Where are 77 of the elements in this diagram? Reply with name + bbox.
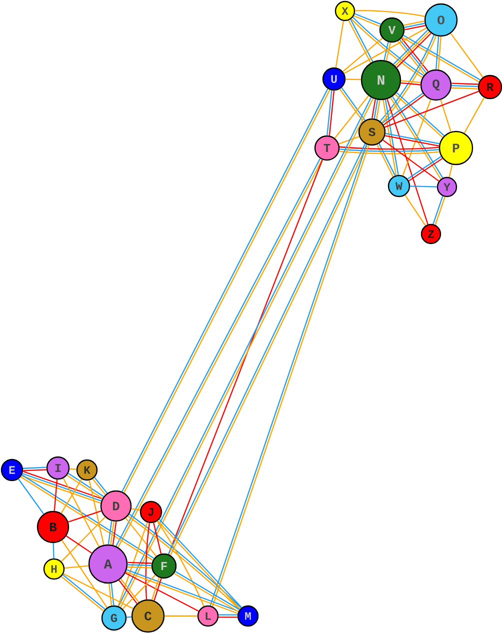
- edge-line: [154, 578, 162, 601]
- edge-line: [340, 150, 440, 154]
- edge-line: [452, 85, 478, 88]
- edge-line: [110, 521, 114, 545]
- edge-line: [218, 616, 238, 618]
- edge-line: [451, 87, 478, 90]
- edge-line: [438, 36, 442, 70]
- edge-line: [168, 160, 323, 554]
- edge-line: [110, 583, 114, 606]
- edge-line: [63, 573, 134, 610]
- edge-line: [401, 80, 421, 84]
- edge-line: [125, 518, 157, 557]
- edge-line: [66, 536, 92, 554]
- edge-line: [450, 33, 484, 78]
- edge-line: [68, 510, 102, 522]
- edge-line: [60, 478, 82, 514]
- edge-line: [218, 614, 238, 616]
- edge-line: [54, 480, 58, 511]
- edge-line: [402, 99, 432, 176]
- edge-line: [125, 572, 199, 612]
- edge-line: [371, 99, 376, 118]
- edge-line: [376, 100, 380, 120]
- edge-line: [88, 480, 104, 545]
- edge-line: [404, 25, 426, 30]
- edge-line: [400, 82, 420, 86]
- edge-line: [344, 28, 427, 74]
- edge-line: [440, 100, 452, 132]
- edge-line: [404, 20, 424, 26]
- edge-line: [126, 616, 132, 618]
- edge-line: [128, 564, 152, 566]
- edge-line: [23, 469, 46, 472]
- edge-line: [128, 562, 152, 564]
- edge-line: [386, 42, 391, 61]
- edge-line: [404, 22, 425, 28]
- edge-line: [61, 540, 108, 608]
- edge-line: [384, 42, 389, 60]
- edge-line: [355, 10, 425, 17]
- edge-line: [52, 543, 54, 558]
- edge-line: [18, 478, 44, 514]
- edge-line: [340, 148, 440, 152]
- edge-line: [64, 565, 89, 569]
- edge-line: [386, 98, 428, 225]
- edge-line: [108, 521, 112, 544]
- edge-line: [112, 522, 117, 545]
- edge-line: [464, 97, 485, 134]
- edge-line: [328, 90, 335, 136]
- edge-line: [435, 36, 440, 70]
- edge-line: [127, 566, 152, 568]
- edge-line: [385, 135, 440, 146]
- edge-line: [384, 90, 479, 128]
- edge-line: [153, 522, 162, 554]
- edge-line: [382, 140, 440, 182]
- edge-line: [61, 516, 106, 562]
- edge-line: [410, 186, 437, 188]
- edge-line: [70, 468, 76, 470]
- edge-line: [385, 132, 440, 144]
- edge-line: [118, 522, 148, 606]
- edge-line: [374, 100, 378, 119]
- edge-line: [340, 146, 440, 150]
- edge-line: [326, 90, 332, 136]
- edge-line: [151, 577, 160, 600]
- edge-line: [131, 508, 140, 511]
- edge-line: [335, 20, 344, 68]
- edge-line: [156, 520, 204, 606]
- edge-line: [448, 164, 453, 178]
- edge-line: [23, 466, 46, 469]
- edge-line: [338, 136, 360, 144]
- edge-line: [346, 78, 361, 80]
- edge-line: [334, 95, 369, 138]
- edge-line: [164, 615, 198, 617]
- edge-line: [108, 584, 112, 606]
- edge-line: [452, 82, 478, 85]
- edge-line: [342, 38, 383, 72]
- edge-line: [145, 522, 150, 600]
- edge-line: [62, 478, 100, 547]
- edge-line: [404, 194, 426, 226]
- edge-line: [122, 574, 156, 610]
